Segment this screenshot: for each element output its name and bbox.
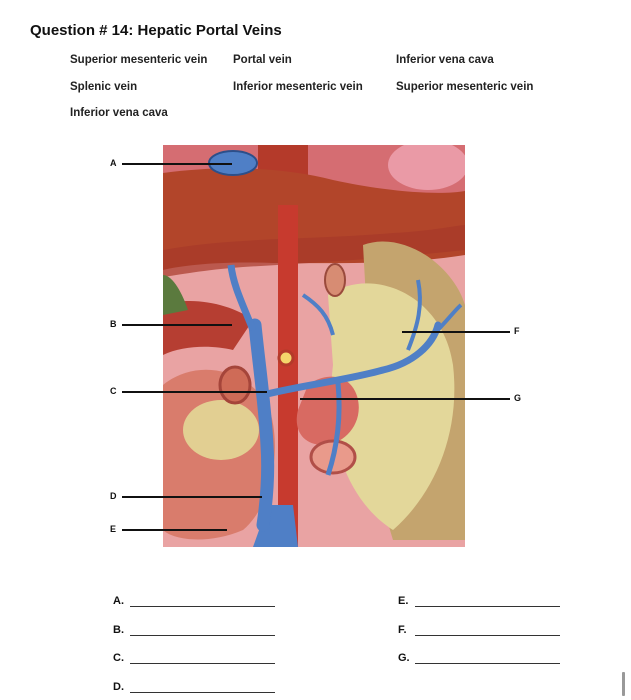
figure-label-b: B: [110, 319, 117, 329]
answer-blank-b[interactable]: [130, 635, 275, 636]
word-bank-item: Splenic vein: [70, 81, 138, 93]
answer-label-g: G.: [398, 652, 410, 664]
figure-label-a: A: [110, 158, 117, 168]
answer-label-c: C.: [113, 652, 124, 664]
leader-line-e: [122, 529, 227, 531]
figure-label-c: C: [110, 386, 117, 396]
answer-blank-g[interactable]: [415, 663, 560, 664]
word-bank-item: Inferior mesenteric vein: [233, 81, 363, 93]
answer-blank-e[interactable]: [415, 606, 560, 607]
leader-line-c: [122, 391, 267, 393]
leader-line-g: [300, 398, 510, 400]
figure-label-d: D: [110, 491, 117, 501]
answer-blank-c[interactable]: [130, 663, 275, 664]
figure-label-g: G: [514, 393, 522, 403]
leader-line-d: [122, 496, 262, 498]
leader-line-f: [402, 331, 510, 333]
answer-label-e: E.: [398, 595, 409, 607]
word-bank-item: Superior mesenteric vein: [70, 54, 208, 66]
answer-label-a: A.: [113, 595, 124, 607]
hepatic-portal-illustration: [163, 145, 465, 547]
figure-label-e: E: [110, 524, 117, 534]
leader-line-b: [122, 324, 232, 326]
question-title: Question # 14: Hepatic Portal Veins: [30, 22, 282, 39]
word-bank-item: Inferior vena cava: [70, 107, 168, 119]
scroll-indicator[interactable]: [622, 672, 625, 696]
answer-label-d: D.: [113, 681, 124, 693]
figure-label-f: F: [514, 326, 520, 336]
answer-label-b: B.: [113, 624, 124, 636]
word-bank-item: Inferior vena cava: [396, 54, 494, 66]
answer-blank-a[interactable]: [130, 606, 275, 607]
word-bank-item: Superior mesenteric vein: [396, 81, 534, 93]
answer-blank-d[interactable]: [130, 692, 275, 693]
leader-line-a: [122, 163, 232, 165]
word-bank-item: Portal vein: [233, 54, 292, 66]
answer-label-f: F.: [398, 624, 407, 636]
answer-blank-f[interactable]: [415, 635, 560, 636]
